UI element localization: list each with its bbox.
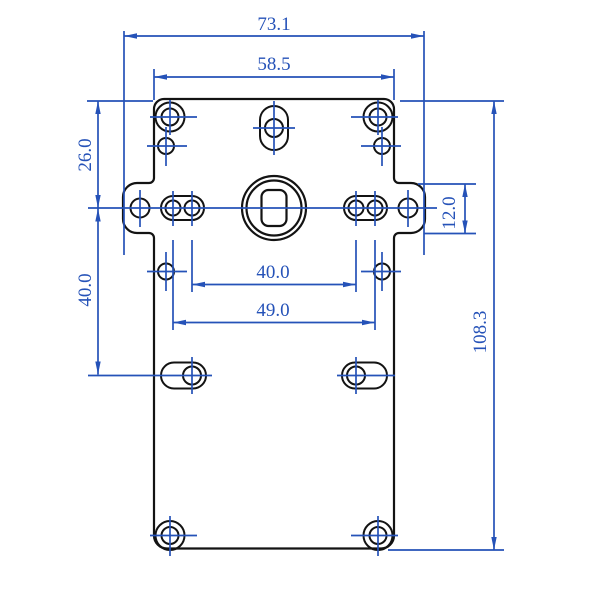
dim-label-tab-height: 12.0 [439, 196, 460, 229]
dim-inner-hole-spacing: 40.0 [191, 240, 357, 292]
arrowhead-up [95, 101, 101, 114]
arrowhead-right [381, 74, 394, 80]
dim-overall-width: 73.1 [123, 14, 425, 255]
arrowhead-down [462, 220, 468, 234]
dim-lines [388, 100, 504, 551]
arrowhead-down [95, 361, 101, 375]
arrowhead-left [192, 281, 205, 288]
dim-outer-hole-spacing: 49.0 [172, 240, 376, 330]
crosshair-upper-left-small-hole [147, 127, 187, 166]
housing-outline [121, 97, 427, 550]
crosshair-left-hole-pair [172, 191, 193, 226]
dim-label-body-width: 58.5 [257, 54, 290, 75]
dim-label-body-height: 108.3 [470, 311, 491, 354]
dim-body-width: 58.5 [153, 54, 395, 100]
centerline-layer [88, 100, 437, 556]
dimension-layer: 73.1 58.5 26.0 40.0 12.0 [75, 14, 504, 551]
dim-label-overall-width: 73.1 [257, 14, 290, 35]
crosshair-right-hole-pair [355, 191, 376, 226]
crosshair-top-left-counterbore [150, 100, 197, 135]
crosshair-upper-right-small-hole [361, 127, 401, 166]
dim-tab-height: 12.0 [418, 183, 476, 235]
crosshair-bottom-left-counterbore [150, 516, 197, 556]
dim-lines [87, 100, 153, 208]
arrowhead-down [491, 537, 497, 550]
dim-label-inner-hole-spacing: 40.0 [256, 262, 289, 283]
dim-lines [88, 208, 212, 377]
arrowhead-up [95, 208, 101, 222]
dim-shaft-to-slots: 40.0 [75, 208, 212, 377]
dim-lines [191, 240, 357, 292]
arrowhead-right [362, 319, 375, 326]
arrowhead-right [411, 33, 424, 39]
dim-label-shaft-to-slots: 40.0 [75, 273, 96, 306]
arrowhead-down [95, 195, 101, 208]
arrowhead-right [343, 281, 356, 288]
dim-lines [153, 69, 395, 100]
arrowhead-up [491, 101, 497, 114]
crosshair-lower-right-slot [337, 357, 395, 394]
dim-lines [123, 31, 425, 255]
dim-lines [172, 240, 376, 330]
crosshair-top-right-counterbore [351, 100, 398, 135]
dim-label-outer-hole-spacing: 49.0 [256, 300, 289, 321]
crosshair-mid-right-small-hole [361, 252, 401, 291]
part-outline-layer [121, 97, 427, 551]
crosshair-top-center-slot [253, 101, 295, 155]
arrowhead-left [124, 33, 137, 39]
crosshair-mid-left-small-hole [147, 252, 187, 291]
arrowhead-up [462, 184, 468, 197]
dim-label-top-to-shaft: 26.0 [75, 138, 96, 171]
crosshair-bottom-right-counterbore [351, 516, 398, 556]
arrowhead-left [154, 74, 167, 80]
arrowhead-left [173, 319, 186, 326]
dim-top-to-shaft: 26.0 [75, 100, 153, 208]
dim-body-height: 108.3 [388, 100, 504, 551]
